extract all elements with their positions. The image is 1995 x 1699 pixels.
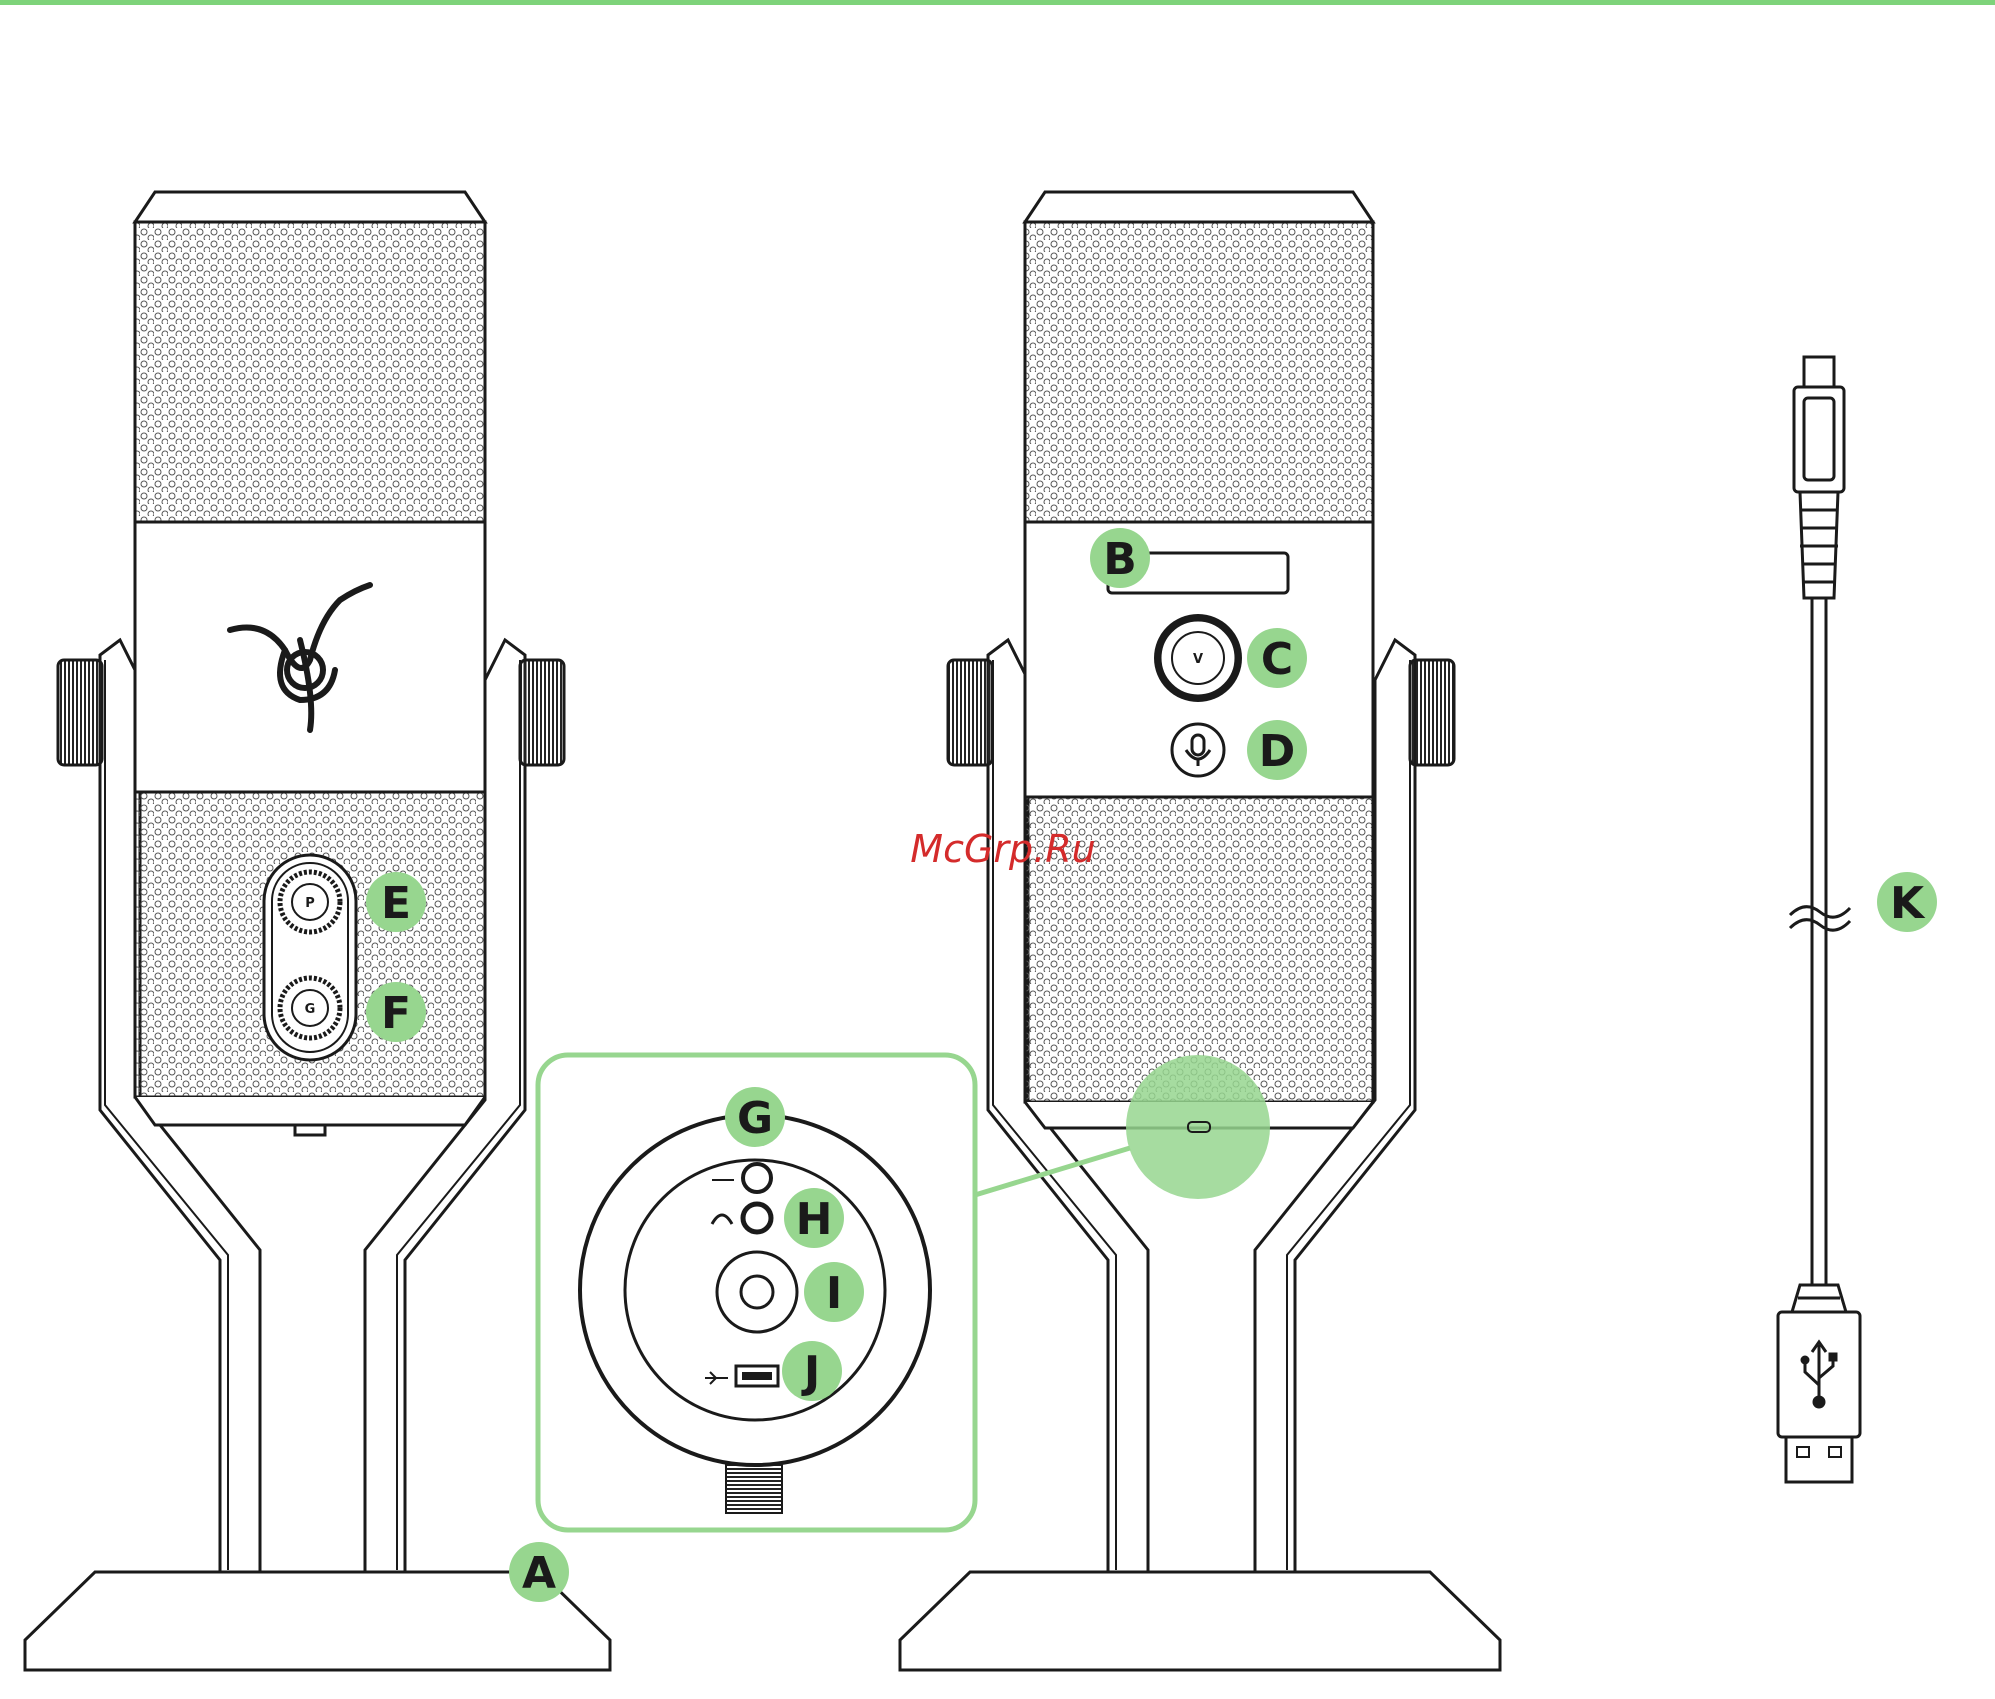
line-out-port — [743, 1164, 771, 1192]
callout-b: B — [1090, 528, 1150, 588]
callout-a-label: A — [522, 1548, 556, 1599]
callout-h-label: H — [796, 1194, 833, 1245]
back-base — [900, 1572, 1500, 1670]
headphone-port — [743, 1204, 771, 1232]
back-knob-right — [1410, 660, 1454, 765]
volume-dial-label: V — [1193, 652, 1203, 667]
callout-d: D — [1247, 720, 1307, 780]
game-volume-button[interactable]: G — [280, 978, 340, 1038]
callout-e-label: E — [381, 878, 411, 929]
usb-cable — [1778, 357, 1860, 1482]
callout-k-label: K — [1890, 878, 1926, 929]
mic-mute-button[interactable] — [1172, 724, 1224, 776]
callout-c-label: C — [1261, 634, 1293, 685]
callout-i-label: I — [826, 1268, 842, 1319]
front-upper-grille — [135, 222, 485, 522]
front-knob-left — [58, 660, 102, 765]
back-microphone — [900, 192, 1500, 1670]
callout-j-label: J — [801, 1347, 820, 1398]
back-knob-left — [948, 660, 992, 765]
callout-e: E — [366, 872, 426, 932]
callout-f: F — [366, 982, 426, 1042]
game-button-label: G — [305, 1002, 316, 1017]
callout-c: C — [1247, 628, 1307, 688]
callout-k: K — [1877, 872, 1937, 932]
callout-h: H — [784, 1188, 844, 1248]
front-knob-right — [520, 660, 564, 765]
watermark-text: McGrp.Ru — [910, 827, 1095, 871]
top-accent-bar — [0, 0, 1995, 5]
back-upper-grille — [1025, 222, 1373, 522]
port-highlight-spot — [1126, 1055, 1270, 1199]
cable-break-mark — [1790, 907, 1850, 917]
callout-j: J — [782, 1341, 842, 1401]
callout-b-label: B — [1103, 534, 1137, 585]
callout-i: I — [804, 1262, 864, 1322]
callout-g: G — [725, 1087, 785, 1147]
main-volume-dial[interactable]: V — [1154, 614, 1242, 702]
pc-volume-button[interactable]: P — [280, 872, 340, 932]
callout-g-label: G — [737, 1093, 773, 1144]
pc-button-label: P — [305, 896, 315, 911]
callout-a: A — [509, 1542, 569, 1602]
callout-d-label: D — [1259, 726, 1296, 777]
callout-f-label: F — [381, 988, 411, 1039]
